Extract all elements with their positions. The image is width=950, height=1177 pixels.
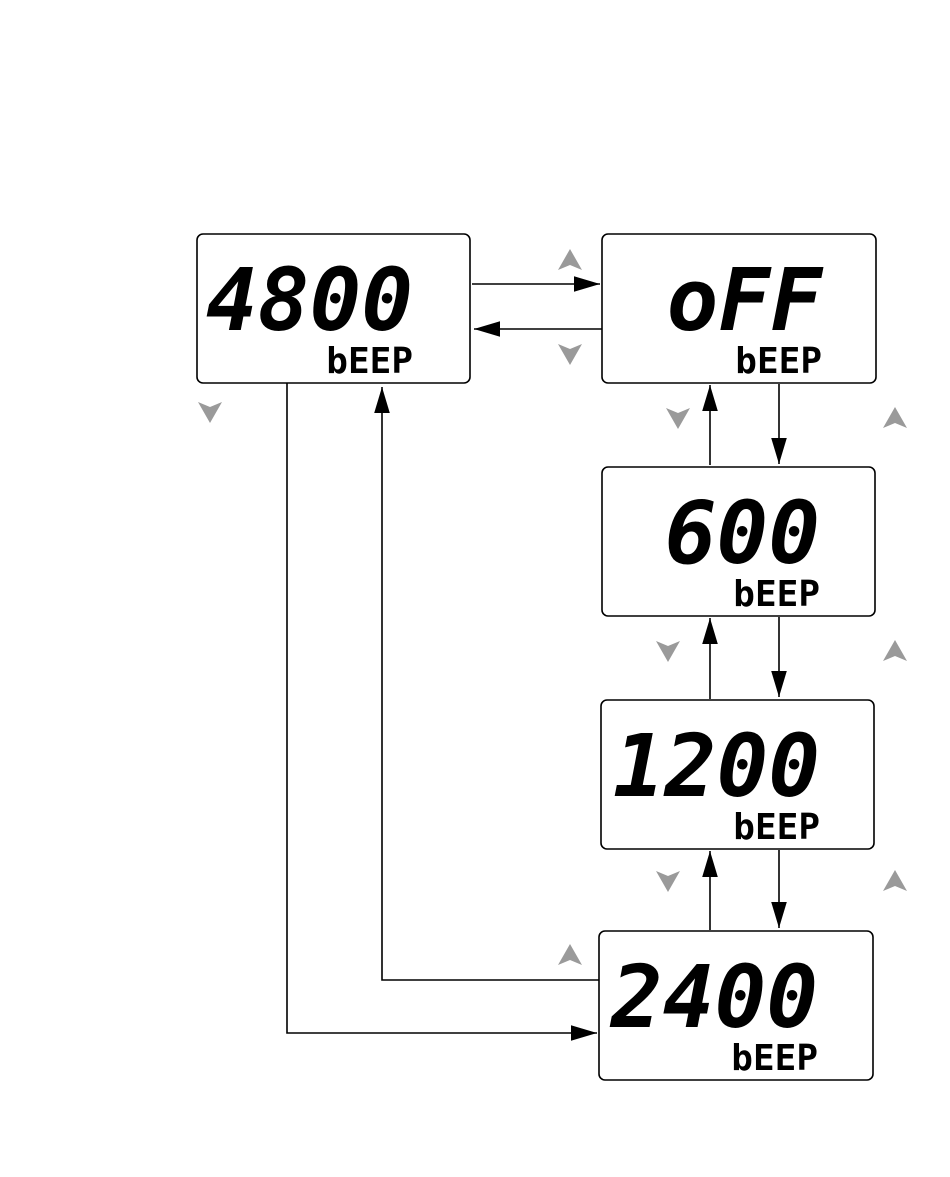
- display-label: bEEP: [733, 807, 820, 848]
- display-label: bEEP: [733, 574, 820, 615]
- display-value: 600: [665, 484, 820, 584]
- lcd-display-off: oFF bEEP: [602, 234, 876, 383]
- down-arrow-key-icon: [656, 871, 680, 892]
- lcd-display-4800: 4800 bEEP: [197, 234, 470, 383]
- arrow-2400-to-4800: [382, 387, 599, 980]
- arrow-4800-to-2400: [287, 383, 597, 1033]
- lcd-display-2400: 2400 bEEP: [599, 931, 873, 1080]
- down-arrow-key-icon: [198, 402, 222, 423]
- display-value: 2400: [609, 948, 818, 1048]
- lcd-display-1200: 1200 bEEP: [601, 700, 874, 849]
- down-arrow-key-icon: [656, 641, 680, 662]
- down-arrow-key-icon: [558, 344, 582, 365]
- up-arrow-key-icon: [558, 944, 582, 965]
- display-label: bEEP: [735, 341, 822, 382]
- display-label: bEEP: [731, 1038, 818, 1079]
- display-value: oFF: [667, 251, 825, 351]
- up-arrow-key-icon: [883, 870, 907, 891]
- display-value: 1200: [613, 717, 820, 817]
- display-label: bEEP: [326, 341, 413, 382]
- down-arrow-key-icon: [666, 408, 690, 429]
- lcd-display-600: 600 bEEP: [602, 467, 875, 616]
- up-arrow-key-icon: [883, 407, 907, 428]
- up-arrow-key-icon: [883, 640, 907, 661]
- display-value: 4800: [206, 251, 413, 351]
- up-arrow-key-icon: [558, 249, 582, 270]
